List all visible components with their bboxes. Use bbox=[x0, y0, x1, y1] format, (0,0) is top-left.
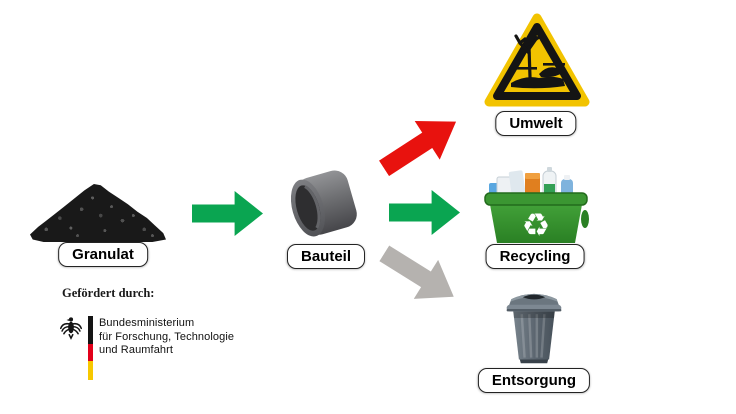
arrow-bauteil-to-entsorgung-icon bbox=[372, 234, 466, 316]
federal-eagle-icon bbox=[59, 317, 83, 340]
funding-heading: Gefördert durch: bbox=[62, 286, 155, 300]
entsorgung-label: Entsorgung bbox=[477, 368, 591, 393]
arrow-granulat-to-bauteil-icon bbox=[192, 191, 263, 236]
recycle-symbol-icon: ♻ bbox=[522, 206, 551, 244]
ministry-name: Bundesministerium für Forschung, Technol… bbox=[99, 317, 234, 358]
umwelt-label: Umwelt bbox=[495, 111, 577, 136]
recycling-label: Recycling bbox=[485, 244, 585, 269]
ministry-name-line2: für Forschung, Technologie bbox=[99, 330, 235, 343]
arrow-bauteil-to-recycling-icon bbox=[389, 190, 460, 235]
granulate-pile-image bbox=[30, 184, 166, 242]
environmental-hazard-warning-icon bbox=[484, 13, 590, 107]
granulat-label: Granulat bbox=[58, 242, 148, 267]
ministry-name-line1: Bundesministerium bbox=[99, 317, 195, 329]
arrow-bauteil-to-umwelt-icon bbox=[371, 102, 468, 187]
recycling-bin-icon: ♻ bbox=[484, 167, 589, 244]
metal-bushing-icon bbox=[290, 170, 357, 237]
trash-can-icon bbox=[506, 293, 562, 364]
bauteil-label: Bauteil bbox=[286, 244, 366, 269]
german-flag-stripe-icon bbox=[88, 316, 93, 380]
ministry-name-line3: und Raumfahrt bbox=[99, 344, 174, 356]
